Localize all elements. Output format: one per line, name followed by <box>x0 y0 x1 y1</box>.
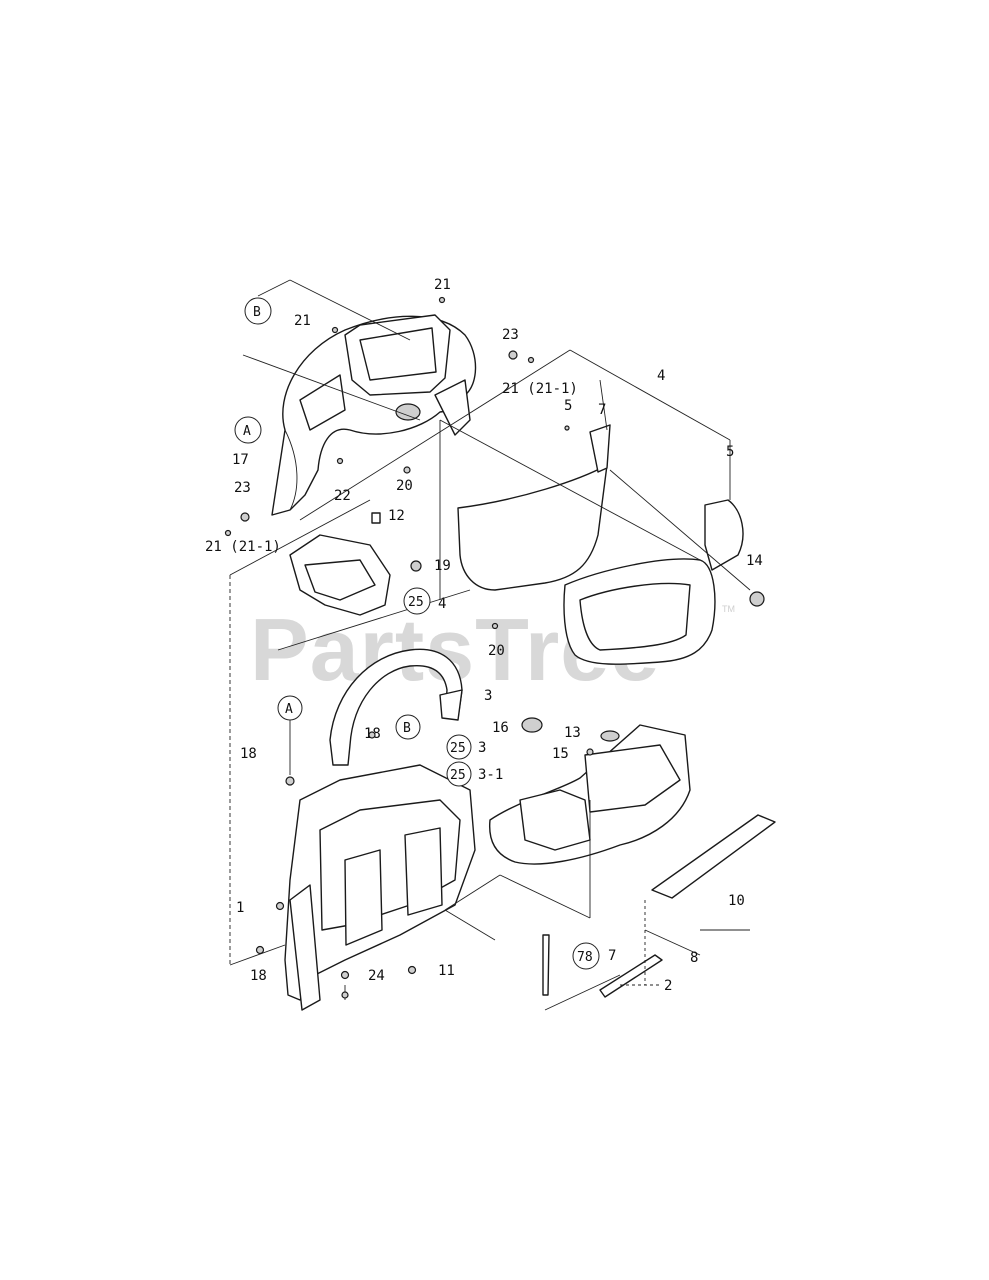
callout-15: 15 <box>552 746 569 762</box>
callout-21-top: 21 <box>434 277 451 293</box>
callout-19: 19 <box>434 558 451 574</box>
callout-24: 24 <box>368 968 385 984</box>
rear-hood-cover <box>488 717 776 899</box>
callout-5-right: 5 <box>726 444 734 460</box>
callout-21-left: 21 <box>294 313 311 329</box>
callout-8: 8 <box>690 950 698 966</box>
callout-4: 4 <box>657 368 665 384</box>
circle-25-mid: 25 <box>408 595 424 610</box>
circle-b-mid: B <box>403 721 411 736</box>
callout-16: 16 <box>492 720 509 736</box>
callout-13: 13 <box>564 725 581 741</box>
callout-5-top: 5 <box>564 398 572 414</box>
console-bracket <box>289 512 422 616</box>
callout-25-3-1: 3-1 <box>478 767 503 783</box>
callout-18-b: 18 <box>240 746 257 762</box>
callout-3: 3 <box>484 688 492 704</box>
callout-labels: 21 21 23 21 (21-1) 4 5 7 5 17 23 22 20 1… <box>205 277 763 994</box>
callout-21-21-1-right: 21 (21-1) <box>502 381 578 397</box>
callout-22: 22 <box>334 488 351 504</box>
rods <box>542 934 663 998</box>
dash-cover-assembly <box>271 314 477 516</box>
callout-17: 17 <box>232 452 249 468</box>
circle-25-b: 25 <box>450 768 466 783</box>
callout-20-b: 20 <box>488 643 505 659</box>
circle-78: 78 <box>577 950 593 965</box>
circle-b-top: B <box>253 305 261 320</box>
leader-lines <box>229 279 751 1011</box>
callout-2: 2 <box>664 978 672 994</box>
callout-18-c: 18 <box>250 968 267 984</box>
fasteners <box>224 296 594 999</box>
circle-25-a: 25 <box>450 741 466 756</box>
callout-23-top: 23 <box>502 327 519 343</box>
circle-a-top: A <box>243 424 251 439</box>
callout-21-21-1-left: 21 (21-1) <box>205 539 281 555</box>
circled-references: B A 25 A B 25 25 78 <box>234 297 600 970</box>
front-panel <box>457 424 611 591</box>
callout-4-mid: 4 <box>438 596 446 612</box>
callout-23-left: 23 <box>234 480 251 496</box>
callout-11: 11 <box>438 963 455 979</box>
callout-7-rod: 7 <box>608 948 616 964</box>
grille-frame <box>563 499 765 665</box>
arch-bar <box>329 648 463 766</box>
callout-7: 7 <box>598 402 606 418</box>
callout-20-a: 20 <box>396 478 413 494</box>
callout-25-3: 3 <box>478 740 486 756</box>
circle-a-mid: A <box>285 702 293 717</box>
callout-14: 14 <box>746 553 763 569</box>
callout-12: 12 <box>388 508 405 524</box>
watermark-tm: TM <box>722 604 735 614</box>
callout-1: 1 <box>236 900 244 916</box>
callout-10: 10 <box>728 893 745 909</box>
base-housing <box>284 764 476 1011</box>
